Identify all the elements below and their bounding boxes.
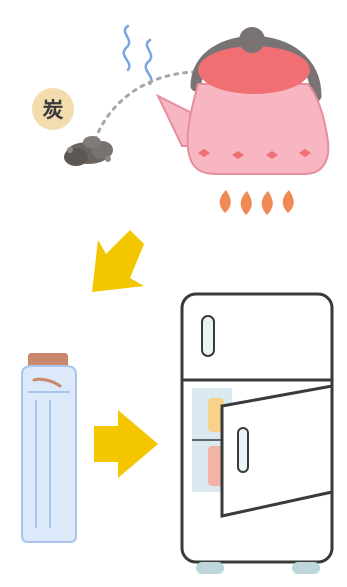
kettle-icon — [158, 27, 328, 174]
arrow-down-left-icon — [92, 230, 144, 292]
steam-icon — [124, 26, 152, 84]
refrigerator-icon — [182, 294, 332, 574]
flame-icon — [220, 190, 294, 215]
bottle-icon — [22, 353, 76, 542]
charcoal-label: 炭 — [32, 88, 74, 130]
charcoal-icon — [64, 136, 113, 166]
arrow-right-icon — [94, 410, 158, 478]
